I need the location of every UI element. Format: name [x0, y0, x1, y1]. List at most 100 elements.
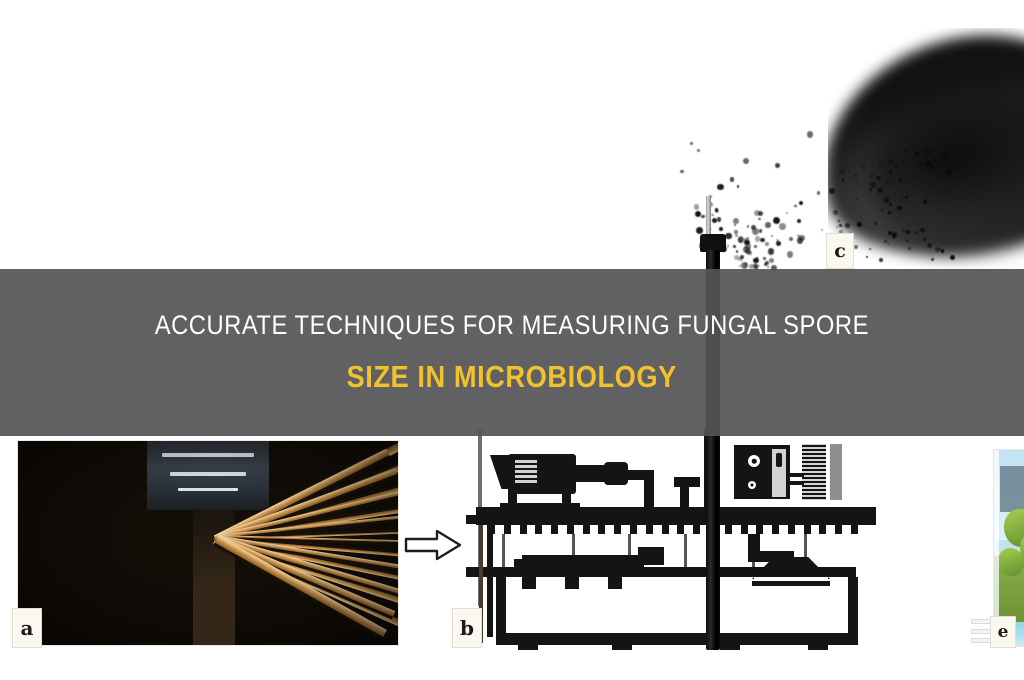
spore-speck [949, 254, 956, 261]
spore-speck [884, 197, 890, 203]
panel-label-a: a [12, 608, 42, 648]
machine-control-switch [776, 453, 782, 467]
spore-speck [930, 165, 935, 169]
farm-vignette [18, 441, 398, 645]
machine-left-post-lower [487, 517, 493, 637]
spore-dot [771, 265, 777, 271]
spore-speck [891, 232, 897, 238]
spore-dot [753, 209, 761, 217]
machine-floor-slab [466, 567, 856, 577]
spore-dot [711, 213, 714, 217]
spore-dot [760, 238, 765, 243]
spore-dot [758, 211, 764, 217]
spore-speck [926, 150, 931, 154]
spore-dot [838, 230, 844, 235]
spore-dot [806, 131, 814, 138]
spore-dot [821, 228, 824, 231]
machine-chamber-wall-right [848, 577, 858, 643]
spore-dot [714, 208, 720, 214]
spore-dot [733, 244, 737, 249]
spore-dot [754, 236, 761, 242]
spore-speck [920, 166, 923, 169]
spore-speck [915, 152, 919, 156]
flow-arrow-right-icon [404, 528, 462, 562]
spore-dot [719, 226, 724, 231]
spore-dot [696, 149, 700, 153]
spore-speck [905, 195, 909, 200]
spore-dot [769, 258, 775, 264]
spore-speck [894, 164, 898, 168]
machine-chamber-floor [496, 633, 858, 645]
spore-dot [744, 239, 751, 246]
spore-dot [796, 237, 804, 244]
title-overlay-band: ACCURATE TECHNIQUES FOR MEASURING FUNGAL… [0, 269, 1024, 436]
spore-dot [762, 257, 766, 261]
machine-duct-down [644, 470, 654, 508]
spore-dot [746, 225, 750, 228]
spore-dot [765, 261, 770, 266]
machine-partition [572, 534, 575, 574]
spore-dot [765, 222, 771, 228]
spore-dot [794, 204, 797, 208]
mushroom-farm-photo [18, 441, 398, 645]
spore-speck [922, 199, 927, 204]
landscape-left-border [994, 450, 999, 646]
machine-conveyor-arm [514, 559, 534, 567]
figure-marker-a: A [862, 612, 884, 647]
machine-guide-rail [479, 525, 483, 643]
spore-dot [734, 255, 740, 260]
spore-dot [738, 264, 741, 268]
machine-partition [804, 534, 807, 574]
spore-dot [680, 169, 684, 174]
spore-dot [766, 265, 770, 268]
spore-speck [893, 184, 896, 187]
spore-dot [717, 183, 724, 191]
spore-dot [751, 228, 759, 236]
nozzle-tip [700, 234, 726, 252]
machine-roof-slab [476, 507, 876, 525]
spore-speck [905, 229, 910, 234]
spore-speck [942, 190, 945, 193]
spore-dot [771, 235, 774, 238]
spore-speck [922, 237, 927, 242]
machine-conveyor-deck [522, 555, 644, 567]
spore-dot [741, 262, 749, 270]
spore-dot [839, 168, 845, 174]
machine-riser-stem [680, 483, 689, 511]
spore-dot [829, 188, 836, 195]
machine-duct-elbow [620, 470, 652, 480]
spore-dot [789, 237, 794, 242]
machine-coil-fins [802, 445, 826, 499]
spore-dot [756, 256, 759, 259]
spore-dot [690, 142, 694, 146]
title-line-1: ACCURATE TECHNIQUES FOR MEASURING FUNGAL… [154, 309, 870, 340]
landscape-tree [1020, 532, 1024, 567]
spore-speck [926, 160, 932, 166]
machine-roof-overhang-left [466, 515, 490, 524]
panel-label-c-text: c [834, 240, 846, 262]
spore-dot [773, 216, 781, 224]
spore-dot [736, 185, 740, 189]
spore-dot [798, 200, 804, 205]
spore-dot [767, 248, 775, 255]
spore-speck [946, 169, 952, 176]
machine-chamber-foot [518, 643, 538, 650]
spore-speck [891, 234, 896, 239]
spore-speck [887, 230, 892, 235]
spore-speck [888, 170, 893, 174]
spore-speck [939, 248, 941, 251]
spore-dot [797, 234, 800, 238]
machine-diffuser-base [752, 581, 830, 586]
spore-speck [918, 160, 923, 165]
spore-dot [729, 177, 735, 182]
spore-dot [743, 237, 749, 243]
spore-dot [726, 244, 730, 247]
spore-speck [915, 231, 918, 235]
spore-dot [701, 214, 705, 218]
machine-coil-pipe [790, 473, 804, 477]
machine-conveyor-tail [638, 547, 664, 565]
machine-coil-pipe [790, 481, 804, 485]
machine-partition [502, 534, 505, 574]
spore-speck [930, 257, 935, 262]
